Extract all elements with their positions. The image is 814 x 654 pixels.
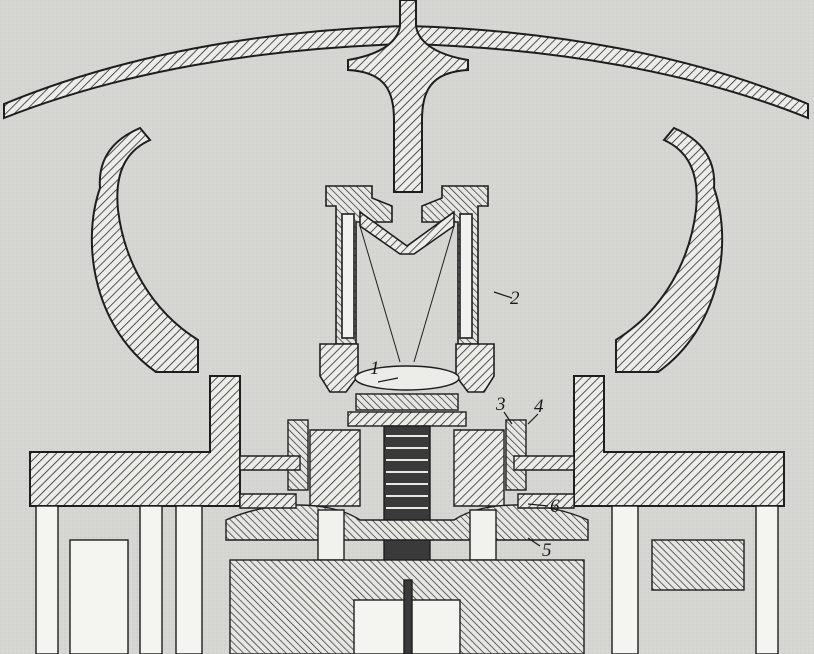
callout-4: 4 xyxy=(534,396,544,417)
callout-2: 2 xyxy=(510,288,520,309)
callout-3: 3 xyxy=(495,394,506,415)
callout-1: 1 xyxy=(370,358,380,379)
callout-5: 5 xyxy=(542,540,552,561)
lower-columns xyxy=(35,505,779,654)
callout-6: 6 xyxy=(550,496,560,517)
upper-rotor-assembly xyxy=(319,185,495,393)
side-bearing-blocks xyxy=(239,419,575,561)
leader-lines xyxy=(377,291,549,547)
housing-frame xyxy=(3,0,809,507)
central-spindle-and-bearings xyxy=(225,365,589,581)
